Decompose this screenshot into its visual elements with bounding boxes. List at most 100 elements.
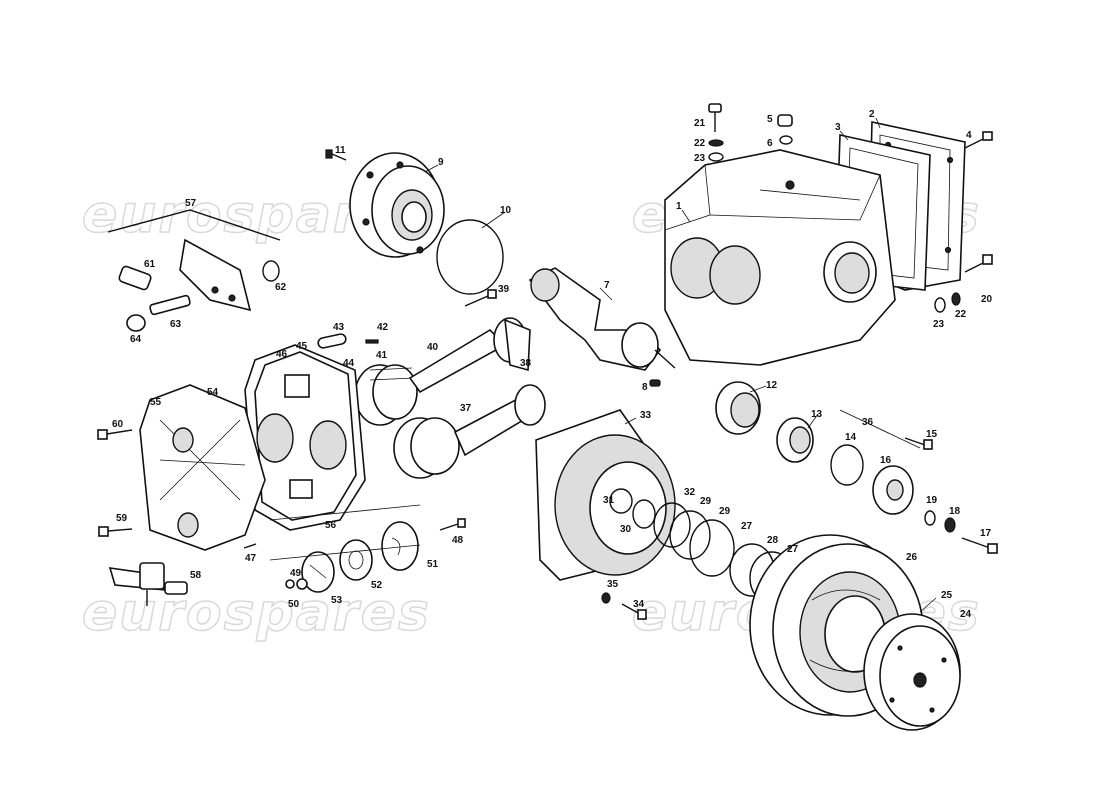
callout-53: 53 xyxy=(331,595,343,606)
o-ring xyxy=(436,219,504,295)
callout-29a: 29 xyxy=(700,496,712,507)
bolt-4 xyxy=(964,131,993,149)
crankcase xyxy=(664,149,896,366)
callout-3: 3 xyxy=(835,122,841,133)
clutch-housing-33 xyxy=(535,409,676,581)
washer-18 xyxy=(944,517,956,533)
washer-23 xyxy=(708,152,724,162)
callout-15: 15 xyxy=(926,429,938,440)
seal-13 xyxy=(776,417,814,463)
callout-5: 5 xyxy=(767,114,773,125)
bolt-21 xyxy=(708,103,722,132)
bearing-housing xyxy=(349,152,445,258)
callout-52: 52 xyxy=(371,580,383,591)
ring-31 xyxy=(609,488,633,514)
callout-47: 47 xyxy=(245,553,257,564)
callout-32: 32 xyxy=(684,487,696,498)
bearing-12 xyxy=(715,381,761,435)
callout-23a: 23 xyxy=(694,153,706,164)
callout-6: 6 xyxy=(767,138,773,149)
bolt-34 xyxy=(621,603,647,620)
callout-30: 30 xyxy=(620,524,632,535)
callout-59: 59 xyxy=(116,513,128,524)
callout-45: 45 xyxy=(296,341,308,352)
callout-labels: 1 2 3 4 5 6 7 8 9 10 11 12 13 14 15 16 1… xyxy=(112,109,993,620)
callout-2: 2 xyxy=(869,109,875,120)
seal-6 xyxy=(779,135,793,145)
bolt-17 xyxy=(961,537,998,554)
callout-16: 16 xyxy=(880,455,892,466)
callout-34: 34 xyxy=(633,599,645,610)
bracket-56 xyxy=(269,504,421,561)
callout-11: 11 xyxy=(335,145,346,156)
disc-53 xyxy=(301,551,335,593)
callout-48: 48 xyxy=(452,535,464,546)
wrist-pin-43 xyxy=(317,333,347,349)
callout-42: 42 xyxy=(377,322,389,333)
callout-24: 24 xyxy=(960,609,972,620)
callout-1: 1 xyxy=(676,201,682,212)
callout-44: 44 xyxy=(343,358,355,369)
callout-55: 55 xyxy=(150,397,162,408)
callout-26: 26 xyxy=(906,552,918,563)
watermark-3: eurospares xyxy=(82,583,431,643)
callout-57: 57 xyxy=(185,198,197,209)
callout-38: 38 xyxy=(520,358,532,369)
callout-54: 54 xyxy=(207,387,219,398)
callout-37: 37 xyxy=(460,403,472,414)
circlip-42 xyxy=(365,339,379,344)
disc-52 xyxy=(339,539,373,581)
bolt-small-11 xyxy=(325,149,347,161)
callout-13: 13 xyxy=(811,409,823,420)
crankshaft xyxy=(528,267,676,371)
washer-22 xyxy=(708,139,724,147)
callout-28: 28 xyxy=(767,535,779,546)
callout-22a: 22 xyxy=(694,138,706,149)
callout-19: 19 xyxy=(926,495,938,506)
callout-22b: 22 xyxy=(955,309,967,320)
callout-62: 62 xyxy=(275,282,287,293)
bolt-48 xyxy=(439,518,466,531)
bolt-60 xyxy=(97,429,133,440)
key-8 xyxy=(649,379,661,387)
callout-40: 40 xyxy=(427,342,439,353)
washer-19 xyxy=(924,510,936,526)
callout-27b: 27 xyxy=(787,544,799,555)
callout-49: 49 xyxy=(290,568,302,579)
callout-25: 25 xyxy=(941,590,953,601)
plug-5 xyxy=(777,114,793,127)
callout-46: 46 xyxy=(276,349,288,360)
rod-cap-38 xyxy=(504,318,531,372)
bolt-15 xyxy=(904,437,933,450)
callout-9: 9 xyxy=(438,157,444,168)
pin-47 xyxy=(243,543,257,549)
callout-33: 33 xyxy=(640,410,652,421)
callout-17: 17 xyxy=(980,528,992,539)
callout-39: 39 xyxy=(498,284,510,295)
callout-7: 7 xyxy=(604,280,610,291)
callout-4: 4 xyxy=(966,130,972,141)
callout-64: 64 xyxy=(130,334,142,345)
callout-27a: 27 xyxy=(741,521,753,532)
callout-43: 43 xyxy=(333,322,345,333)
callout-63: 63 xyxy=(170,319,182,330)
callout-leaders xyxy=(424,117,937,613)
callout-14: 14 xyxy=(845,432,857,443)
valve-plate xyxy=(244,344,366,531)
callout-35: 35 xyxy=(607,579,619,590)
nut-49 xyxy=(285,579,295,589)
piston-41 xyxy=(354,364,418,426)
callout-51: 51 xyxy=(427,559,439,570)
callout-20: 20 xyxy=(981,294,993,305)
callout-31: 31 xyxy=(603,495,615,506)
fitting-assembly xyxy=(107,209,281,332)
callout-8: 8 xyxy=(642,382,648,393)
callout-60: 60 xyxy=(112,419,124,430)
disc-51 xyxy=(381,521,419,571)
callout-56: 56 xyxy=(325,520,337,531)
piston-37 xyxy=(393,384,546,479)
bolt-39 xyxy=(464,289,497,307)
pulley-face-24 xyxy=(863,613,961,731)
